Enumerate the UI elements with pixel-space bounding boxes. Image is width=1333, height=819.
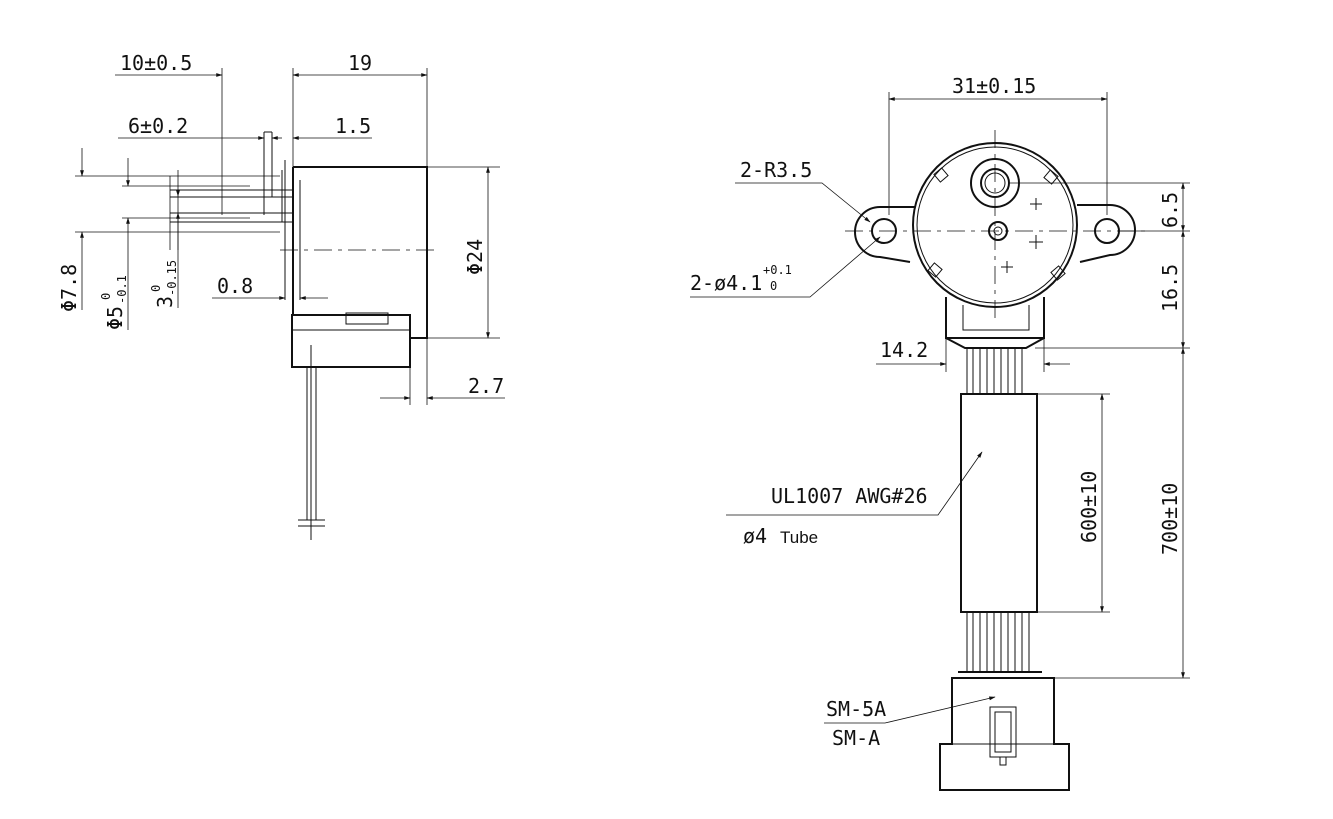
front-connector	[939, 677, 1070, 791]
hole-label-main: 2-ø4.1	[690, 271, 762, 295]
dim-2-7-label: 2.7	[468, 374, 504, 398]
dim-600-label: 600±10	[1077, 471, 1101, 543]
wire-spec-label: UL1007 AWG#26	[771, 484, 928, 508]
dim-phi5-label: Φ5 0 -0.1	[99, 275, 129, 330]
dim-3-upper: 0	[149, 285, 163, 292]
dim-1-5-label: 1.5	[335, 114, 371, 138]
connector-label-2: SM-A	[832, 726, 880, 750]
dim-0-8-label: 0.8	[217, 274, 253, 298]
dim-6-label: 6±0.2	[128, 114, 188, 138]
dim-14-2-label: 14.2	[880, 338, 928, 362]
dim-phi5-upper: 0	[99, 293, 113, 300]
side-extension-lines	[75, 68, 500, 405]
dim-phi5-main: Φ5	[103, 306, 127, 330]
front-motor-body	[845, 130, 1150, 349]
dim-phi7-8-label: Φ7.8	[57, 264, 81, 312]
dim-19-label: 19	[348, 51, 372, 75]
front-extension-lines	[888, 92, 1190, 679]
radius-label: 2-R3.5	[740, 158, 812, 182]
dim-3-main: 3	[153, 296, 177, 308]
dim-31-label: 31±0.15	[952, 74, 1036, 98]
connector-label-1: SM-5A	[826, 697, 886, 721]
hole-label-lower: 0	[770, 279, 777, 293]
front-wire-bundle	[958, 348, 1042, 673]
side-view: 10±0.5 19 6±0.2 1.5 0.8 2.7 Φ24 Φ7.8 Φ5 …	[57, 51, 505, 540]
tube-word-label: Tube	[780, 528, 818, 547]
dim-6-5-label: 6.5	[1158, 192, 1182, 228]
dim-700-label: 700±10	[1158, 483, 1182, 555]
tube-symbol-label: ø4	[743, 524, 767, 548]
dim-3-label: 3 0 -0.15	[149, 260, 179, 308]
dim-phi24-label: Φ24	[463, 239, 487, 275]
side-dimension-lines	[80, 73, 505, 400]
dim-16-5-label: 16.5	[1158, 264, 1182, 312]
dim-phi5-lower: -0.1	[115, 275, 129, 304]
dim-3-lower: -0.15	[165, 260, 179, 296]
front-dimension-lines	[690, 97, 1185, 724]
hole-label: 2-ø4.1 +0.1 0	[690, 263, 792, 295]
dim-10-label: 10±0.5	[120, 51, 192, 75]
front-view: 31±0.15 2-R3.5 2-ø4.1 +0.1 0 6.5 16.5 14…	[690, 74, 1190, 791]
hole-label-upper: +0.1	[763, 263, 792, 277]
side-motor-body	[170, 131, 440, 540]
